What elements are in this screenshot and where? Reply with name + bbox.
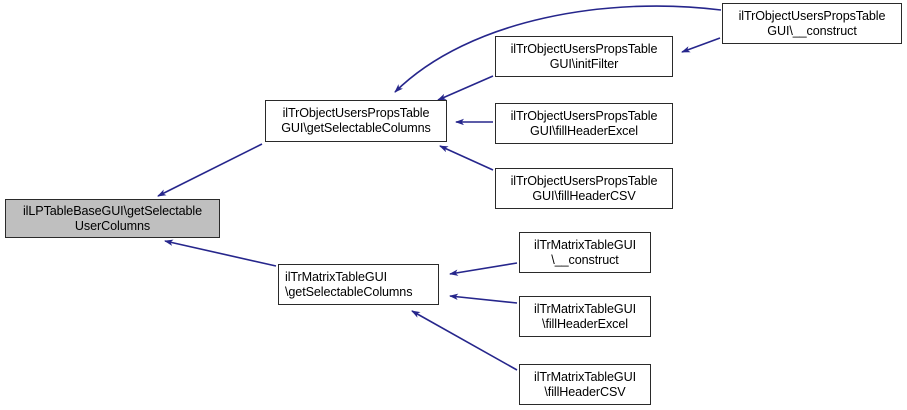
edge-matrix-construct-to-matrix-getselectablecolumns [449,262,518,276]
edge-objprops-initfilter-to-getselectablecolumns [437,75,494,101]
node-label: ilTrObjectUsersPropsTable GUI\initFilter [510,41,658,71]
node-label: ilTrObjectUsersPropsTable GUI\getSelecta… [281,106,431,135]
node-ilTrObjectUsersPropsTableGUI-construct[interactable]: ilTrObjectUsersPropsTable GUI\__construc… [722,3,902,44]
node-ilTrObjectUsersPropsTableGUI-getSelectableColumns[interactable]: ilTrObjectUsersPropsTable GUI\getSelecta… [265,100,447,142]
node-ilTrMatrixTableGUI-construct[interactable]: ilTrMatrixTableGUI \__construct [519,232,651,273]
node-label: ilTrMatrixTableGUI \fillHeaderCSV [534,369,636,399]
node-label: ilTrMatrixTableGUI \getSelectableColumns [285,269,413,299]
node-ilTrMatrixTableGUI-getSelectableColumns[interactable]: ilTrMatrixTableGUI \getSelectableColumns [278,264,439,305]
edge-objprops-getselectablecolumns-to-root [157,143,263,197]
edge-matrix-fillheaderexcel-to-matrix-getselectablecolumns [449,293,518,304]
edge-objprops-construct-to-initfilter [681,37,721,53]
node-label: ilTrMatrixTableGUI \__construct [534,237,636,267]
node-label: ilTrMatrixTableGUI \fillHeaderExcel [534,301,636,331]
node-label: ilTrObjectUsersPropsTable GUI\__construc… [738,8,886,38]
node-root[interactable]: ilLPTableBaseGUI\getSelectable UserColum… [5,199,220,238]
edge-matrix-getselectablecolumns-to-root [164,239,277,267]
node-ilTrObjectUsersPropsTableGUI-fillHeaderExcel[interactable]: ilTrObjectUsersPropsTable GUI\fillHeader… [495,103,673,144]
node-label: ilTrObjectUsersPropsTable GUI\fillHeader… [510,108,658,138]
node-ilTrMatrixTableGUI-fillHeaderExcel[interactable]: ilTrMatrixTableGUI \fillHeaderExcel [519,296,651,337]
edge-objprops-fillheadercsv-to-getselectablecolumns [439,145,494,171]
node-root-label: ilLPTableBaseGUI\getSelectable UserColum… [22,203,203,233]
edge-matrix-fillheadercsv-to-matrix-getselectablecolumns [411,310,518,371]
node-ilTrMatrixTableGUI-fillHeaderCSV[interactable]: ilTrMatrixTableGUI \fillHeaderCSV [519,364,651,405]
node-ilTrObjectUsersPropsTableGUI-fillHeaderCSV[interactable]: ilTrObjectUsersPropsTable GUI\fillHeader… [495,168,673,209]
node-ilTrObjectUsersPropsTableGUI-initFilter[interactable]: ilTrObjectUsersPropsTable GUI\initFilter [495,36,673,77]
node-label: ilTrObjectUsersPropsTable GUI\fillHeader… [510,173,658,203]
